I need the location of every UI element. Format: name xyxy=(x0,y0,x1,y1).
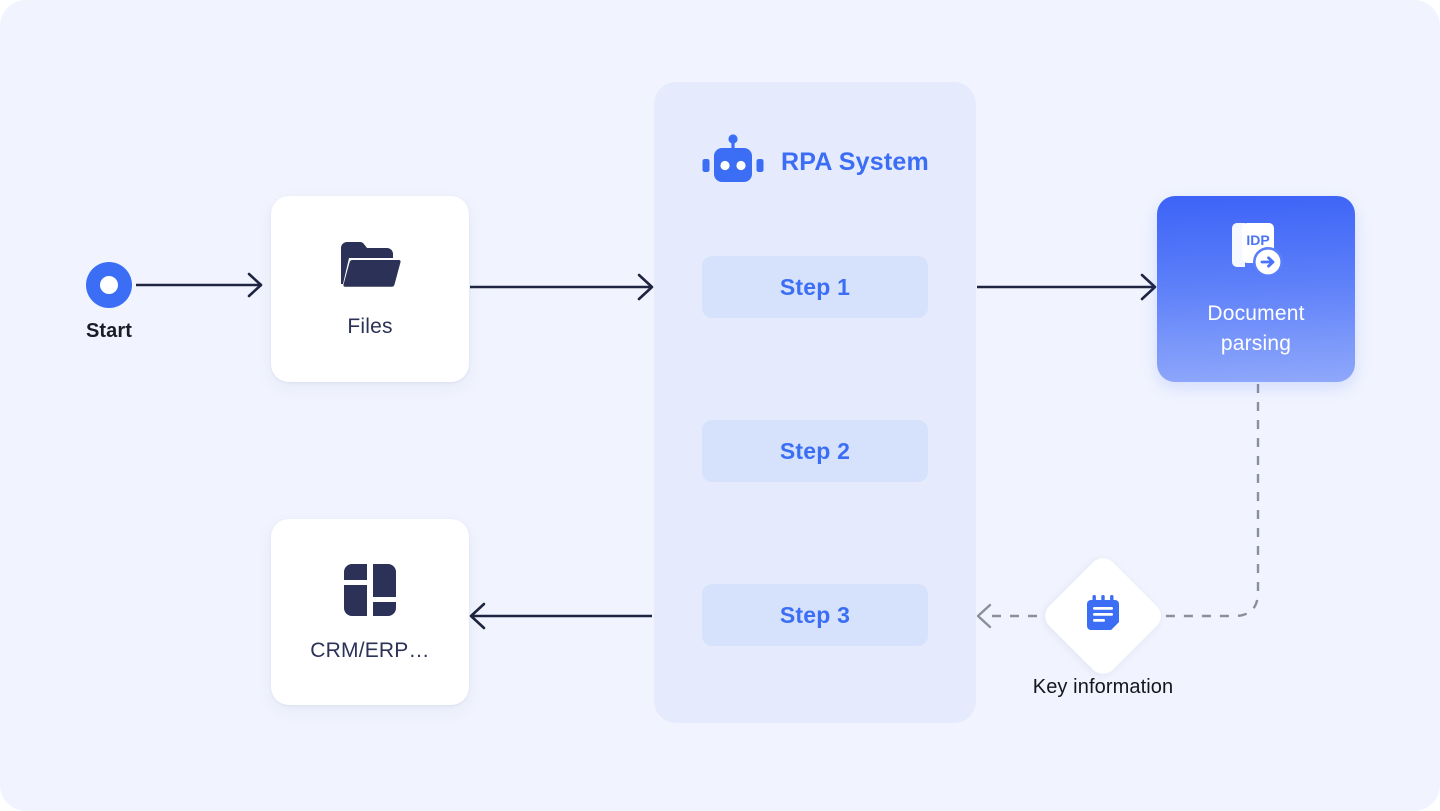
step-box-3[interactable]: Step 3 xyxy=(702,584,928,646)
step-box-2[interactable]: Step 2 xyxy=(702,420,928,482)
document-parsing-label-line2: parsing xyxy=(1220,331,1292,355)
crm-erp-card-label: CRM/ERP… xyxy=(310,638,430,662)
files-card[interactable]: Files xyxy=(271,196,469,382)
folder-icon xyxy=(339,240,401,297)
document-parsing-label-line1: Document xyxy=(1207,301,1305,325)
document-parsing-label: Document parsing xyxy=(1207,299,1304,359)
connector-rpa-to-document-parsing xyxy=(977,273,1157,301)
rpa-system-header: RPA System xyxy=(654,134,976,191)
idp-document-icon: IDP xyxy=(1226,220,1286,285)
connector-rpa-to-crm xyxy=(469,602,652,630)
start-inner-dot xyxy=(100,276,118,294)
connector-start-to-files xyxy=(136,272,263,298)
notepad-icon xyxy=(1083,595,1123,637)
robot-icon xyxy=(701,134,765,191)
dashboard-grid-icon xyxy=(342,562,398,623)
idp-icon-text: IDP xyxy=(1246,232,1269,248)
start-circle-icon[interactable] xyxy=(86,262,132,308)
key-information-label: Key information xyxy=(1032,676,1174,698)
connector-document-parsing-to-key-information xyxy=(1152,384,1260,618)
connector-files-to-rpa xyxy=(470,273,654,301)
rpa-system-title: RPA System xyxy=(781,148,929,176)
files-card-label: Files xyxy=(347,314,393,338)
document-parsing-card[interactable]: IDP Document parsing xyxy=(1157,196,1355,382)
connector-key-information-to-rpa xyxy=(976,603,1055,629)
crm-erp-card[interactable]: CRM/ERP… xyxy=(271,519,469,705)
start-label: Start xyxy=(85,320,133,342)
rpa-system-panel: RPA System Step 1 Step 2 Step 3 xyxy=(654,82,976,723)
step-box-1[interactable]: Step 1 xyxy=(702,256,928,318)
